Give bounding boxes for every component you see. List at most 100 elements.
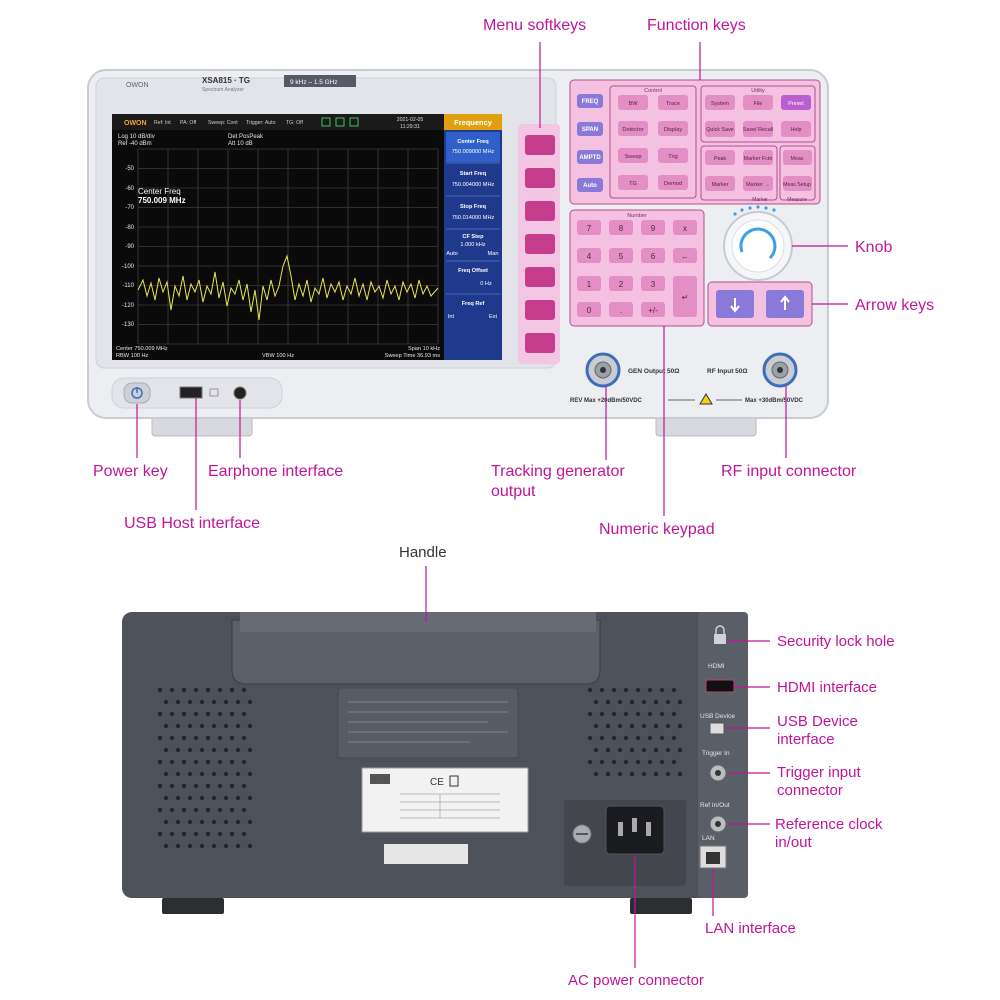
power-key[interactable] — [123, 382, 151, 404]
callout-tracking-generator-output: Tracking generator output — [491, 463, 625, 500]
softkey-6[interactable] — [525, 300, 555, 320]
ref-in-out-label: Ref In/Out — [700, 802, 730, 809]
amptd-key[interactable] — [577, 150, 603, 164]
preset-key[interactable] — [781, 95, 811, 110]
sweep-key-label: Sweep — [624, 154, 641, 160]
center-freq: Center 750.009 MHz — [116, 346, 168, 352]
numpad-key-label: 7 — [587, 224, 592, 233]
softkey-1[interactable] — [525, 135, 555, 155]
menu-item-center-freq[interactable] — [446, 132, 500, 162]
usb-icon — [209, 388, 219, 397]
numpad-key-label: 2 — [619, 280, 624, 289]
meas-setup-key[interactable] — [783, 176, 812, 191]
numpad-key-label: +/- — [648, 306, 658, 315]
numpad-key-9[interactable] — [641, 220, 665, 235]
demod-key[interactable] — [658, 175, 688, 190]
softkey-3[interactable] — [525, 201, 555, 221]
detector-key[interactable] — [618, 121, 648, 136]
usb-host-port[interactable] — [179, 386, 203, 399]
numpad-key-1[interactable] — [577, 276, 601, 291]
numpad-key-label: 4 — [587, 252, 592, 261]
signal-status-icon — [349, 117, 359, 127]
numpad-key-5[interactable] — [609, 248, 633, 263]
gen-output-connector[interactable] — [585, 352, 621, 388]
rf-input-connector[interactable] — [762, 352, 798, 388]
hdmi-port[interactable] — [705, 679, 735, 693]
numpad-key-3[interactable] — [641, 276, 665, 291]
softkey-5[interactable] — [525, 267, 555, 287]
auto-key[interactable] — [577, 178, 603, 192]
numpad-key-enter[interactable] — [673, 276, 697, 317]
trig-key[interactable] — [658, 148, 688, 163]
file-key[interactable] — [743, 95, 773, 110]
callout-arrow-keys: Arrow keys — [855, 297, 935, 314]
softkey-2[interactable] — [525, 168, 555, 188]
right-vent — [587, 687, 683, 777]
usb-device-port[interactable] — [709, 722, 725, 735]
marker-group — [700, 145, 778, 201]
numpad-key-8[interactable] — [609, 220, 633, 235]
menu-item-value: 1.000 kHz — [460, 242, 485, 248]
softkey-7[interactable] — [525, 333, 555, 353]
system-key[interactable] — [705, 95, 735, 110]
status-tg: TG: Off — [286, 120, 303, 126]
trace-key[interactable] — [658, 95, 688, 110]
menu-item-value: 750.014000 MHz — [452, 215, 495, 221]
span-key[interactable] — [577, 122, 603, 136]
meas-setup-key-label: Meas Setup — [783, 182, 811, 188]
knob[interactable] — [723, 205, 793, 281]
marker-group-title: Marker — [752, 197, 768, 203]
demod-key-label: Demod — [664, 181, 682, 187]
detector-mode: Det PosPeak — [228, 134, 264, 140]
utility-group-title: Utility — [751, 88, 765, 94]
menu-item-label: CF Step — [462, 234, 484, 240]
marker-to-key-label: Marker → — [746, 182, 770, 188]
quick-save-key-label: Quick Save — [706, 127, 734, 133]
peak-key[interactable] — [705, 150, 735, 165]
help-key-label: Help — [790, 127, 801, 133]
freq-key-label: FREQ — [582, 99, 599, 105]
menu-softkeys — [518, 124, 560, 364]
measure-group-title: Measure — [787, 197, 807, 203]
menu-item-label: Center Freq — [457, 139, 489, 145]
tg-key[interactable] — [618, 175, 648, 190]
marker-to-key[interactable] — [743, 176, 773, 191]
numpad-key-sign[interactable] — [641, 302, 665, 317]
y-tick: -100 — [122, 264, 135, 270]
softkey-4[interactable] — [525, 234, 555, 254]
screen-brand: OWON — [124, 120, 147, 127]
callout-knob: Knob — [855, 239, 893, 256]
numpad-key-backspace[interactable] — [673, 248, 697, 263]
quick-save-key[interactable] — [705, 121, 735, 137]
numpad-key-dot[interactable] — [609, 302, 633, 317]
marker-value: 750.009 MHz — [138, 196, 186, 205]
bw-key[interactable] — [618, 95, 648, 110]
numpad-key-6[interactable] — [641, 248, 665, 263]
scale-ref: Ref -40 dBm — [118, 141, 152, 147]
numpad-key-0[interactable] — [577, 302, 601, 317]
callout-security-lock-hole: Security lock hole — [777, 633, 895, 650]
numpad-key-4[interactable] — [577, 248, 601, 263]
scale-log: Log 10 dB/div — [118, 134, 155, 140]
lock-icon — [715, 625, 725, 634]
meas-key[interactable] — [783, 150, 812, 165]
marker-fctn-key[interactable] — [743, 150, 773, 165]
hdmi-label: HDMI — [708, 663, 725, 670]
earphone-jack[interactable] — [233, 386, 247, 400]
rear-foot-right — [630, 898, 692, 914]
freq-key[interactable] — [577, 94, 603, 108]
rating-table-lines — [400, 793, 500, 819]
marker-key[interactable] — [705, 176, 735, 191]
sweep-key[interactable] — [618, 148, 648, 163]
numpad-key-x[interactable] — [673, 220, 697, 235]
arrow-up-icon — [780, 295, 790, 310]
y-axis-ticks: -50 -60 -70 -80 -90 -100 -110 -120 -130 — [122, 166, 135, 328]
numpad-key-2[interactable] — [609, 276, 633, 291]
display-key[interactable] — [658, 121, 688, 136]
callout-menu-softkeys: Menu softkeys — [483, 17, 587, 34]
security-lock-hole[interactable] — [714, 634, 726, 644]
help-key[interactable] — [781, 121, 811, 137]
numpad-key-7[interactable] — [577, 220, 601, 235]
save-recall-key[interactable] — [743, 121, 773, 137]
